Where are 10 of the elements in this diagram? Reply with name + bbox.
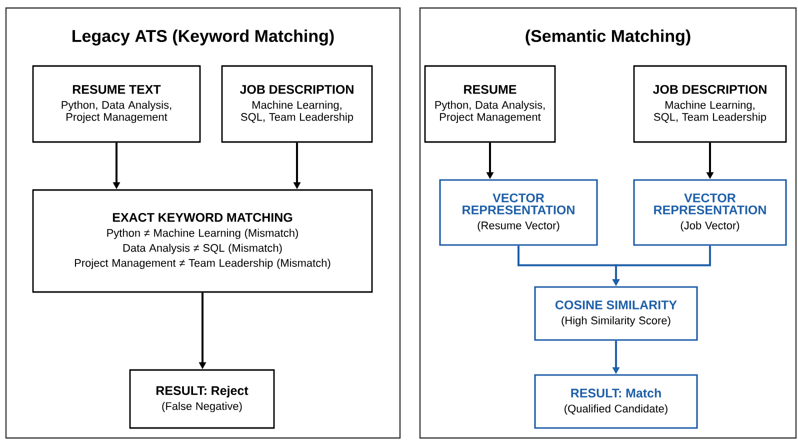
- process-box: VECTOR REPRESENTATION (Resume Vector): [439, 179, 598, 246]
- process-box: COSINE SIMILARITY (High Similarity Score): [534, 286, 698, 341]
- process-box: JOB DESCRIPTION Machine Learning, SQL, Team Leadership: [221, 65, 373, 143]
- process-box: RESUME TEXT Python, Data Analysis, Project Management: [32, 65, 201, 143]
- process-box: RESULT: Match (Qualified Candidate): [534, 374, 698, 429]
- process-box: VECTOR REPRESENTATION (Job Vector): [633, 179, 787, 246]
- process-box: EXACT KEYWORD MATCHING Python ≠ Machine Learning (Mismatch) Data Analysis ≠ SQL (Mismatch) Project Management ≠ Team Leadership (Mismatch): [32, 189, 373, 293]
- process-box: JOB DESCRIPTION Machine Learning, SQL, Team Leadership: [633, 65, 787, 143]
- process-box: RESULT: Reject (False Negative): [129, 369, 275, 429]
- process-box: RESUME Python, Data Analysis, Project Management: [424, 65, 556, 143]
